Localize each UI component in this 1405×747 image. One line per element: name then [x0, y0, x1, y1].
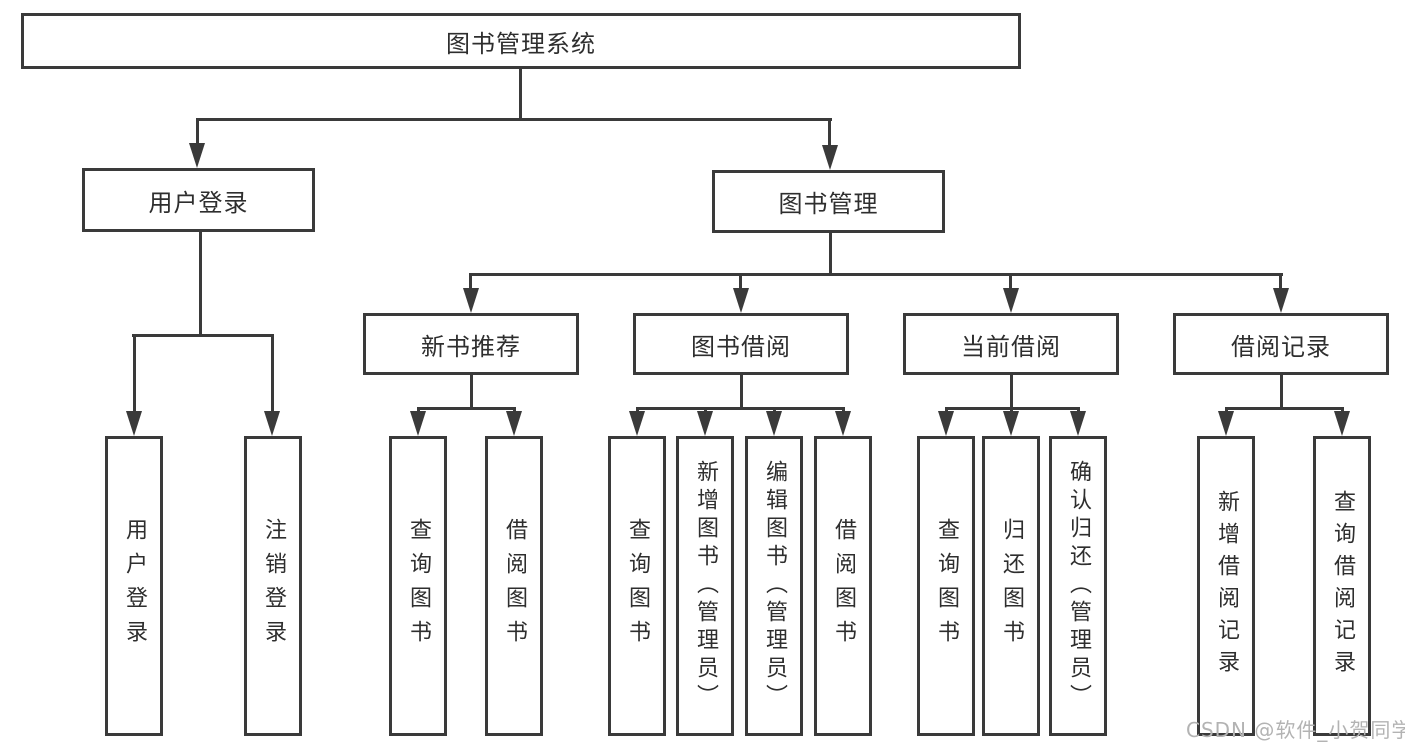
node-label: 查询图书: [934, 518, 959, 654]
connector-book-borrow-bar: [636, 407, 844, 410]
arrow-down-icon: [264, 411, 280, 436]
connector-root-bar: [196, 118, 832, 121]
connector-new-book-bar: [417, 407, 516, 410]
node-book-borrow: 图书借阅: [633, 313, 849, 375]
node-logout-leaf: 注销登录: [244, 436, 302, 736]
connector-leaf-stem: [1010, 407, 1013, 414]
connector-leaf-stem: [636, 407, 639, 414]
node-label: 新增图书（管理员）: [693, 460, 718, 712]
arrow-down-icon: [126, 411, 142, 436]
connector-leaf-stem: [271, 334, 274, 413]
connector-leaf-stem: [1225, 407, 1228, 414]
node-root: 图书管理系统: [21, 13, 1021, 69]
node-bb-edit-books-admin: 编辑图书（管理员）: [745, 436, 803, 736]
connector-leaf-stem: [1341, 407, 1344, 414]
arrow-down-icon: [1003, 288, 1019, 313]
arrow-down-icon: [1334, 411, 1350, 436]
node-label: 归还图书: [999, 518, 1024, 654]
node-label: 借阅记录: [1231, 332, 1331, 361]
node-label: 查询图书: [625, 518, 650, 654]
node-label: 用户登录: [148, 188, 249, 217]
node-current-borrow: 当前借阅: [903, 313, 1119, 375]
node-label: 查询借阅记录: [1330, 490, 1355, 682]
node-label: 确认归还（管理员）: [1066, 460, 1091, 712]
connector-level3-stem: [1009, 273, 1012, 290]
connector-level3-stem: [1279, 273, 1282, 290]
node-root-label: 图书管理系统: [446, 29, 596, 58]
node-bb-query-books: 查询图书: [608, 436, 666, 736]
arrow-down-icon: [506, 411, 522, 436]
connector-book-mgmt-bar: [469, 273, 1283, 276]
arrow-down-icon: [1218, 411, 1234, 436]
node-book-mgmt-branch: 图书管理: [712, 170, 945, 233]
node-cb-return-books: 归还图书: [982, 436, 1040, 736]
arrow-down-icon: [410, 411, 426, 436]
node-label: 图书借阅: [691, 332, 791, 361]
connector-borrow-records-down: [1280, 375, 1283, 407]
connector-user-login-down: [199, 232, 202, 334]
node-label: 新书推荐: [421, 332, 521, 361]
arrow-down-icon: [1003, 411, 1019, 436]
connector-leaf-stem: [773, 407, 776, 414]
node-user-login-branch: 用户登录: [82, 168, 315, 232]
arrow-down-icon: [629, 411, 645, 436]
arrow-down-icon: [1273, 288, 1289, 313]
connector-book-mgmt-down: [829, 233, 832, 273]
node-borrow-records: 借阅记录: [1173, 313, 1389, 375]
node-label: 查询图书: [406, 518, 431, 654]
connector-leaf-stem: [945, 407, 948, 414]
node-label: 编辑图书（管理员）: [762, 460, 787, 712]
node-nb-query-books: 查询图书: [389, 436, 447, 736]
connector-root-stem: [519, 69, 522, 118]
connector-user-login-bar: [132, 334, 274, 337]
arrow-down-icon: [835, 411, 851, 436]
connector-leaf-stem: [417, 407, 420, 414]
connector-leaf-stem: [133, 334, 136, 413]
connector-level3-stem: [739, 273, 742, 290]
node-br-query-record: 查询借阅记录: [1313, 436, 1371, 736]
node-label: 用户登录: [122, 518, 147, 654]
arrow-down-icon: [463, 288, 479, 313]
node-user-login-leaf: 用户登录: [105, 436, 163, 736]
node-bb-borrow-books: 借阅图书: [814, 436, 872, 736]
connector-leaf-stem: [704, 407, 707, 414]
node-label: 新增借阅记录: [1214, 490, 1239, 682]
node-new-book-rec: 新书推荐: [363, 313, 579, 375]
arrow-down-icon: [733, 288, 749, 313]
arrow-down-icon: [822, 145, 838, 170]
arrow-down-icon: [697, 411, 713, 436]
connector-leaf-stem: [842, 407, 845, 414]
arrow-down-icon: [1070, 411, 1086, 436]
node-cb-confirm-return-admin: 确认归还（管理员）: [1049, 436, 1107, 736]
connector-current-borrow-down: [1010, 375, 1013, 407]
node-cb-query-books: 查询图书: [917, 436, 975, 736]
node-label: 注销登录: [261, 518, 286, 654]
node-nb-borrow-books: 借阅图书: [485, 436, 543, 736]
connector-user-login-stem: [196, 118, 199, 146]
connector-leaf-stem: [513, 407, 516, 414]
connector-new-book-down: [470, 375, 473, 407]
node-bb-add-books-admin: 新增图书（管理员）: [676, 436, 734, 736]
connector-book-borrow-down: [740, 375, 743, 407]
node-label: 借阅图书: [502, 518, 527, 654]
connector-book-mgmt-stem: [828, 118, 831, 148]
node-label: 当前借阅: [961, 332, 1061, 361]
arrow-down-icon: [189, 143, 205, 168]
node-label: 借阅图书: [831, 518, 856, 654]
arrow-down-icon: [938, 411, 954, 436]
connector-level3-stem: [469, 273, 472, 290]
csdn-watermark: CSDN @软件_小贺同学: [1186, 718, 1405, 742]
arrow-down-icon: [766, 411, 782, 436]
connector-leaf-stem: [1077, 407, 1080, 414]
node-br-add-record: 新增借阅记录: [1197, 436, 1255, 736]
connector-borrow-records-bar: [1225, 407, 1344, 410]
node-label: 图书管理: [778, 190, 879, 218]
